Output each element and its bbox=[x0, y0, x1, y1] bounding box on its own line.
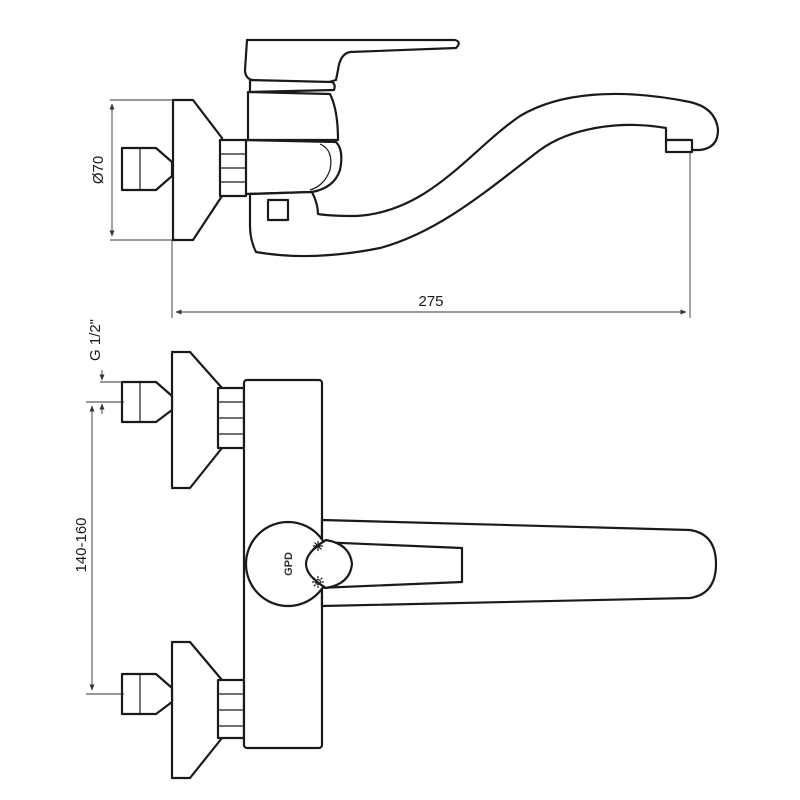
side-rosette bbox=[171, 98, 224, 242]
front-lower-eccentric bbox=[120, 672, 174, 716]
length-dimension: 275 bbox=[171, 152, 691, 318]
thread-dimension: G 1/2" bbox=[87, 319, 124, 414]
front-view: GPD bbox=[120, 350, 718, 780]
length-label: 275 bbox=[418, 293, 443, 310]
side-spout-aerator bbox=[664, 138, 694, 154]
side-eccentric-pipe bbox=[120, 146, 174, 192]
side-view bbox=[120, 38, 720, 258]
thread-label: G 1/2" bbox=[87, 319, 104, 361]
front-lower-rosette bbox=[170, 640, 224, 780]
spacing-dimension: 140-160 bbox=[73, 401, 124, 695]
side-diverter-nub bbox=[266, 198, 290, 222]
side-body-detail bbox=[309, 143, 332, 191]
diameter-label: Ø70 bbox=[90, 156, 107, 184]
side-cartridge-body bbox=[246, 90, 340, 142]
snowflake-icon bbox=[313, 541, 323, 551]
brand-logo: GPD bbox=[283, 552, 295, 576]
front-lower-nut bbox=[216, 678, 246, 740]
front-lower-nut-lines bbox=[218, 693, 244, 727]
sun-icon bbox=[312, 576, 324, 588]
front-upper-eccentric bbox=[120, 380, 174, 424]
side-handle-cap bbox=[248, 78, 336, 94]
side-handle-lever bbox=[243, 38, 460, 86]
side-spout bbox=[248, 92, 720, 258]
side-mixer-body bbox=[242, 138, 343, 196]
spacing-label: 140-160 bbox=[73, 517, 90, 572]
front-upper-nut-lines bbox=[218, 401, 244, 435]
side-nut-lines bbox=[220, 153, 246, 183]
front-upper-rosette bbox=[170, 350, 224, 490]
diameter-dimension: Ø70 bbox=[90, 99, 172, 241]
